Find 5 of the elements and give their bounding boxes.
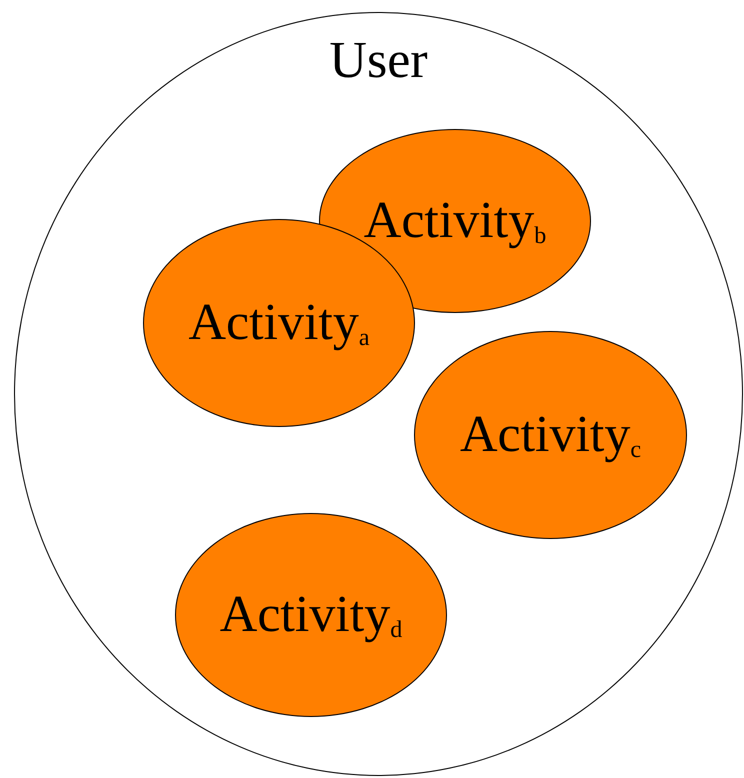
activity-label: Activity$_{b}$ — [364, 194, 546, 248]
activity-label: Activity$_{c}$ — [460, 408, 642, 462]
user-label: User — [328, 31, 429, 90]
activity-label: Activity$_{d}$ — [220, 588, 402, 642]
activity-label: Activity$_{a}$ — [188, 296, 370, 350]
